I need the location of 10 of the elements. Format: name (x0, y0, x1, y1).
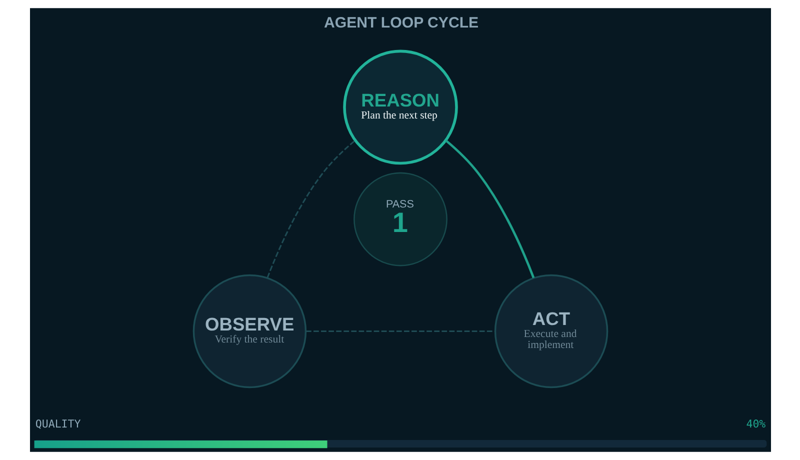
diagram-title: AGENT LOOP CYCLE (324, 14, 478, 32)
node-circle: ACT Execute and implement (494, 274, 608, 388)
connector (305, 330, 495, 332)
node-circle: PASS 1 (353, 172, 447, 266)
node-circle: OBSERVE Verify the result (192, 274, 306, 388)
label: QUALITY (34, 418, 80, 431)
label: 40% (746, 418, 766, 431)
node-circle: REASON Plan the next step (342, 50, 458, 165)
connector (444, 140, 534, 278)
connector (266, 140, 356, 278)
